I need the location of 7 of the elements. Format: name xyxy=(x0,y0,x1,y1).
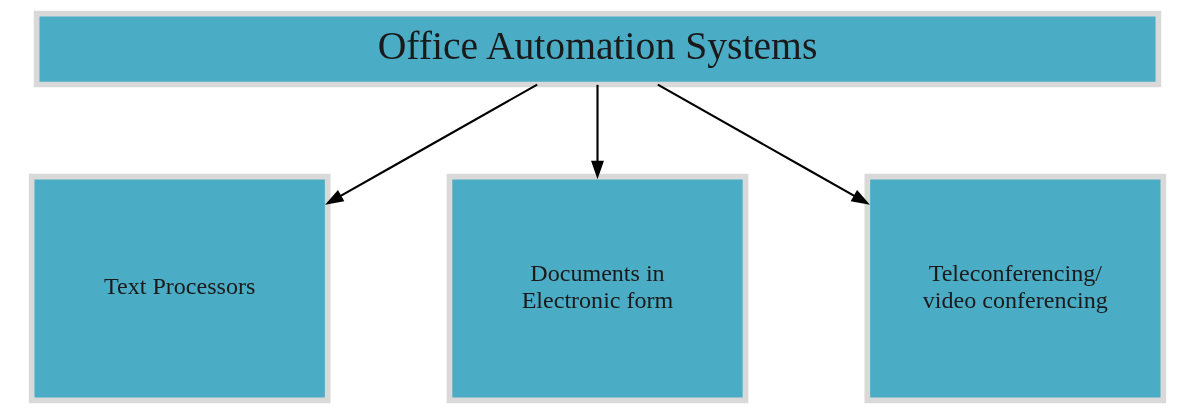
node-box: Office Automation Systems xyxy=(33,10,1161,88)
node-box: Teleconferencing/ video conferencing xyxy=(864,173,1166,404)
arrow xyxy=(324,83,538,205)
node-box: Text Processors xyxy=(28,173,330,404)
arrow xyxy=(656,83,870,205)
arrow xyxy=(590,84,604,180)
node-box: Documents in Electronic form xyxy=(446,173,748,404)
